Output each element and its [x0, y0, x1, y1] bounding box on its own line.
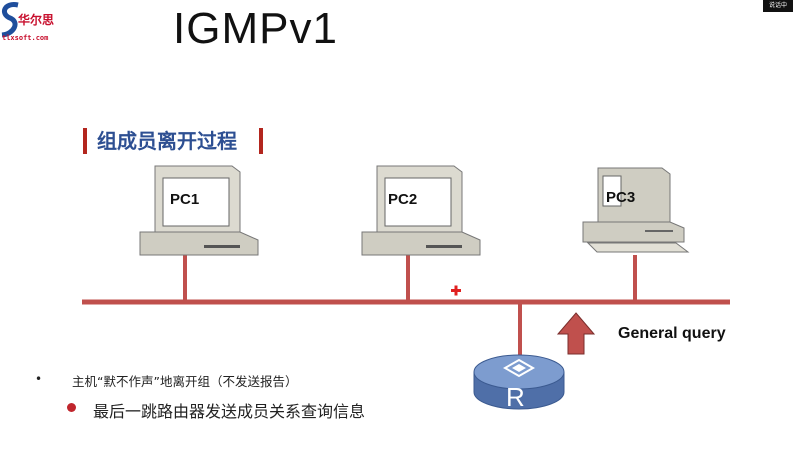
- bullet-dot-icon: [67, 403, 76, 412]
- corner-badge: 说话中: [763, 0, 793, 12]
- bullet-text-membership-query: 最后一跳路由器发送成员关系查询信息: [93, 402, 366, 421]
- logo-url: tlxsoft.com: [2, 34, 49, 42]
- bullet-marker: •: [35, 372, 43, 386]
- pc1-computer-icon: [139, 165, 259, 256]
- pc3-label: PC3: [606, 189, 636, 206]
- router-label: R: [506, 382, 525, 412]
- general-query-arrow-icon: [556, 312, 596, 355]
- section-bar-right: [259, 128, 263, 154]
- cursor-cross-icon: [451, 285, 461, 296]
- section-bar-left: [83, 128, 87, 154]
- brand-logo: [0, 0, 120, 48]
- pc2-label: PC2: [388, 191, 418, 208]
- pc2-computer-icon: [361, 165, 481, 256]
- pc1-label: PC1: [170, 191, 200, 208]
- pc3-computer-icon: [582, 167, 690, 253]
- section-title: 组成员离开过程: [97, 129, 237, 153]
- general-query-label: General query: [618, 325, 726, 342]
- s-swoosh-icon: [1, 2, 19, 38]
- slide-title: IGMPv1: [173, 4, 338, 53]
- logo-name: 华尔思: [18, 13, 55, 27]
- router-icon: [473, 354, 565, 410]
- bullet-text-silent-leave: 主机“默不作声”地离开组（不发送报告）: [72, 374, 298, 389]
